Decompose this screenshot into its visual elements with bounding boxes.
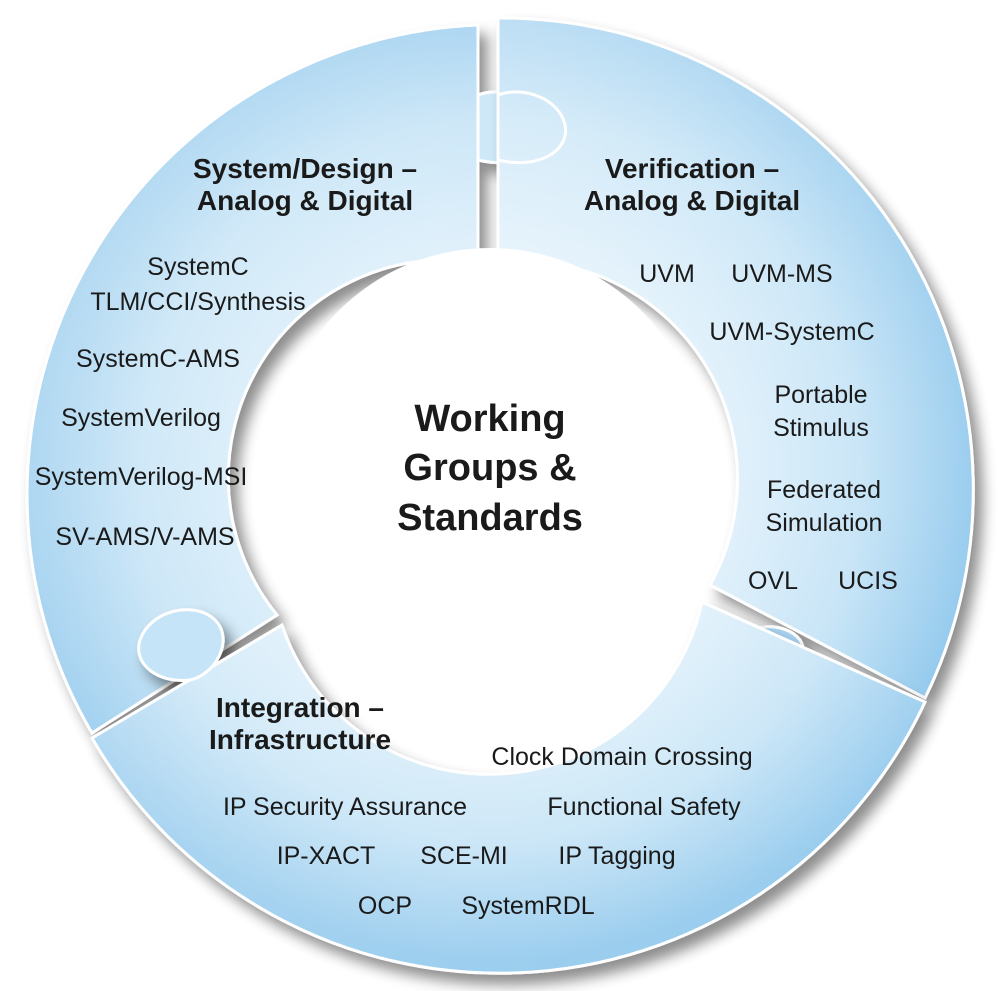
integration-item: Functional Safety (547, 793, 741, 821)
verification-item: Federated (767, 476, 881, 504)
verification-item: Simulation (765, 509, 883, 537)
system-design-item: SystemVerilog-MSI (34, 463, 248, 491)
verification-item: OVL (747, 567, 799, 595)
integration-item: IP-XACT (276, 842, 376, 870)
system-design-header-line-2: Analog & Digital (196, 185, 414, 217)
verification-header-line-1: Verification – (604, 153, 780, 184)
integration-header: Integration – Infrastructure (209, 692, 391, 756)
integration-item: IP Security Assurance (222, 793, 468, 821)
integration-item: SystemRDL (461, 892, 595, 920)
center-title-line-3: Standards (397, 496, 583, 539)
verification-item: Portable (774, 381, 868, 409)
center-title-line-2: Groups & (403, 447, 577, 490)
verification-header-line-2: Analog & Digital (583, 185, 801, 217)
integration-header-line-1: Integration – (215, 692, 385, 723)
integration-segment (89, 599, 928, 975)
system-design-item: SystemC-AMS (76, 345, 240, 373)
verification-header: Verification – Analog & Digital (584, 153, 800, 217)
center-circle (276, 248, 704, 676)
verification-item: UVM-MS (731, 260, 833, 288)
verification-item: UVM (639, 260, 695, 288)
system-design-header: System/Design – Analog & Digital (193, 153, 417, 217)
center-title: Working Groups & Standards (397, 395, 583, 543)
verification-item: UCIS (838, 567, 898, 595)
verification-item: UVM-SystemC (709, 318, 875, 346)
system-design-header-line-1: System/Design – (192, 153, 418, 184)
system-design-item: SV-AMS/V-AMS (55, 523, 235, 551)
integration-header-line-2: Infrastructure (208, 724, 392, 756)
system-design-item: SystemC (147, 253, 249, 281)
system-design-item: TLM/CCI/Synthesis (90, 288, 306, 316)
integration-item: OCP (357, 892, 413, 920)
system-design-item: SystemVerilog (61, 404, 221, 432)
verification-item: Stimulus (773, 414, 869, 442)
integration-item: IP Tagging (558, 842, 676, 870)
center-title-line-1: Working (414, 398, 566, 440)
integration-item: Clock Domain Crossing (491, 743, 753, 771)
integration-item: SCE-MI (420, 842, 508, 870)
